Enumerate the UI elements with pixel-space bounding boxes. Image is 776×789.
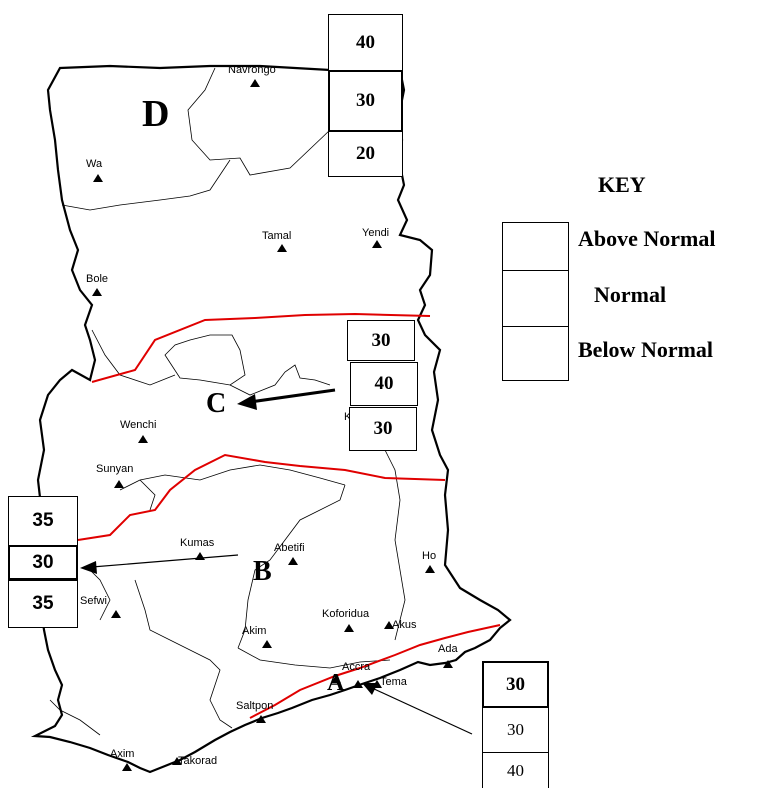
town-saltpon: Saltpon — [236, 700, 274, 712]
town-abetifi: Abetifi — [274, 542, 305, 554]
town-k: K — [344, 411, 352, 423]
zone-b-below-box: 35 — [8, 580, 78, 628]
town-koforidua: Koforidua — [322, 608, 370, 620]
town-yendi: Yendi — [362, 227, 390, 239]
zone-d-normal-box: 30 — [328, 70, 403, 132]
town-ho: Ho — [422, 550, 437, 562]
town-wa: Wa — [86, 158, 103, 170]
key-swatch-above — [502, 222, 569, 271]
zone-c-below-box: 30 — [349, 407, 417, 451]
town-ada: Ada — [438, 643, 458, 655]
town-sunyan: Sunyan — [96, 463, 134, 475]
zone-label-b: B — [253, 556, 272, 587]
key-title: KEY — [598, 172, 646, 197]
town-accra: Accra — [342, 661, 371, 673]
country-outline — [30, 64, 512, 774]
key-label-normal: Normal — [594, 282, 667, 307]
zone-a-above-box: 30 — [482, 661, 549, 708]
key-swatch-normal — [502, 270, 569, 327]
zone-d-above-box: 40 — [328, 14, 403, 71]
town-kumas: Kumas — [180, 537, 215, 549]
zone-label-c: C — [206, 388, 227, 419]
town-takorad: Takorad — [178, 755, 218, 767]
zone-label-d: D — [142, 93, 170, 135]
town-bole: Bole — [86, 273, 109, 285]
zone-label-a: A — [327, 670, 345, 696]
zone-c-above-box: 30 — [347, 320, 415, 361]
key-label-below: Below Normal — [578, 337, 714, 362]
zone-b-normal-box: 30 — [8, 545, 78, 580]
zone-a-normal-box: 30 — [482, 707, 549, 753]
town-axim: Axim — [110, 748, 135, 760]
key-label-above: Above Normal — [578, 226, 716, 251]
key-swatch-below — [502, 326, 569, 381]
town-akus: Akus — [392, 619, 417, 631]
town-wenchi: Wenchi — [120, 419, 157, 431]
zone-boundaries — [77, 312, 501, 719]
regional-boundaries — [49, 67, 406, 736]
zone-a-below-box: 40 — [482, 752, 549, 788]
zone-b-above-box: 35 — [8, 496, 78, 546]
town-markers — [92, 79, 453, 771]
town-akim: Akim — [242, 625, 267, 637]
town-tema: Tema — [380, 676, 407, 688]
zone-c-normal-box: 40 — [350, 362, 418, 406]
town-tamal: Tamal — [262, 230, 292, 242]
town-navrongo: Navrongo — [228, 64, 276, 76]
zone-d-below-box: 20 — [328, 131, 403, 177]
town-sefwi: Sefwi — [80, 595, 107, 607]
